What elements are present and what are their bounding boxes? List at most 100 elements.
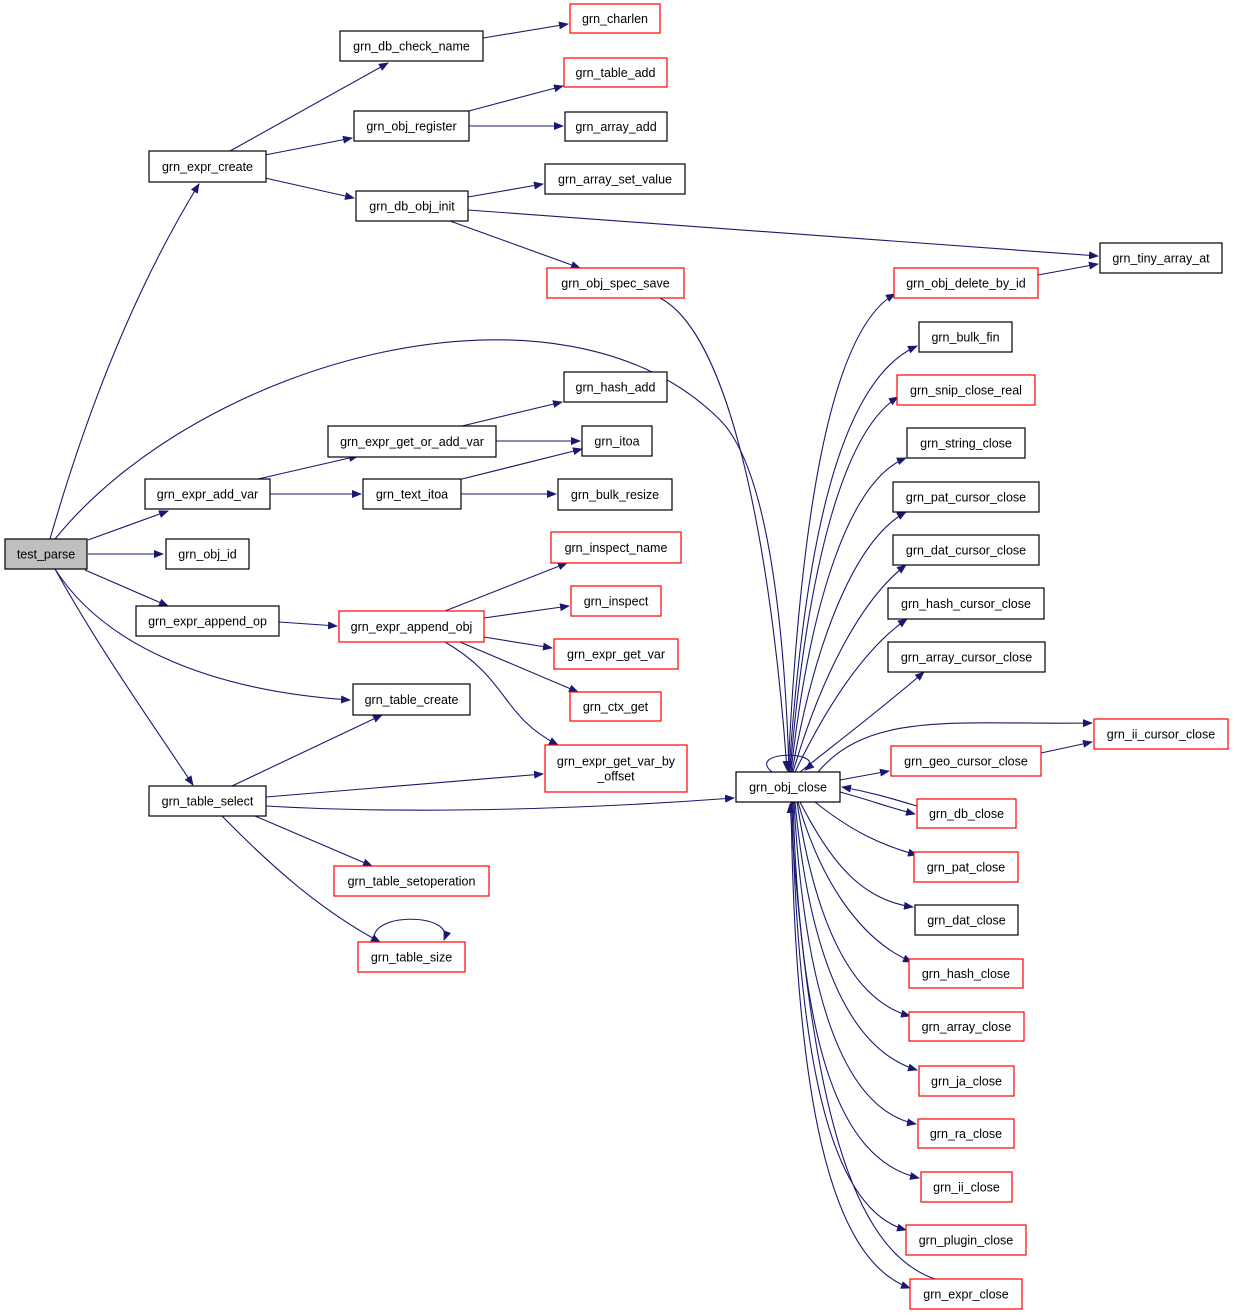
node-grn_inspect_name[interactable]: grn_inspect_name <box>550 531 682 564</box>
node-box[interactable] <box>906 427 1026 459</box>
node-grn_tiny_array_at[interactable]: grn_tiny_array_at <box>1099 242 1223 274</box>
node-grn_dat_close[interactable]: grn_dat_close <box>914 904 1019 936</box>
node-box[interactable] <box>892 534 1040 566</box>
node-box[interactable] <box>918 1065 1015 1097</box>
node-grn_expr_create[interactable]: grn_expr_create <box>148 150 267 183</box>
node-box[interactable] <box>338 610 485 643</box>
node-grn_table_select[interactable]: grn_table_select <box>148 785 267 817</box>
node-grn_string_close[interactable]: grn_string_close <box>906 427 1026 459</box>
node-box[interactable] <box>148 785 267 817</box>
node-box[interactable] <box>569 3 661 34</box>
node-box[interactable] <box>887 641 1046 673</box>
node-box[interactable] <box>581 425 653 457</box>
node-grn_hash_close[interactable]: grn_hash_close <box>908 958 1024 989</box>
node-box[interactable] <box>553 638 679 670</box>
node-box[interactable] <box>909 1278 1023 1310</box>
node-grn_obj_register[interactable]: grn_obj_register <box>353 110 470 142</box>
node-box[interactable] <box>920 1171 1013 1203</box>
node-test_parse[interactable]: test_parse <box>4 538 88 570</box>
node-box[interactable] <box>148 150 267 183</box>
node-box[interactable] <box>557 478 673 511</box>
node-box[interactable] <box>914 904 1019 936</box>
node-grn_obj_spec_save[interactable]: grn_obj_spec_save <box>546 267 685 299</box>
node-box[interactable] <box>1099 242 1223 274</box>
node-grn_obj_id[interactable]: grn_obj_id <box>165 538 250 570</box>
node-grn_geo_cursor_close[interactable]: grn_geo_cursor_close <box>890 745 1042 777</box>
node-box[interactable] <box>165 538 250 570</box>
node-grn_bulk_resize[interactable]: grn_bulk_resize <box>557 478 673 511</box>
node-box[interactable] <box>908 958 1024 989</box>
node-box[interactable] <box>4 538 88 570</box>
node-box[interactable] <box>352 683 471 716</box>
node-grn_expr_get_var[interactable]: grn_expr_get_var <box>553 638 679 670</box>
node-grn_ra_close[interactable]: grn_ra_close <box>917 1118 1015 1149</box>
node-grn_expr_get_or_add_var[interactable]: grn_expr_get_or_add_var <box>327 425 497 458</box>
node-box[interactable] <box>1093 718 1229 750</box>
node-grn_expr_append_obj[interactable]: grn_expr_append_obj <box>338 610 485 643</box>
node-grn_itoa[interactable]: grn_itoa <box>581 425 653 457</box>
node-grn_charlen[interactable]: grn_charlen <box>569 3 661 34</box>
node-box[interactable] <box>570 585 662 617</box>
node-box[interactable] <box>887 587 1045 620</box>
node-grn_array_cursor_close[interactable]: grn_array_cursor_close <box>887 641 1046 673</box>
node-grn_bulk_fin[interactable]: grn_bulk_fin <box>918 321 1013 353</box>
node-grn_table_create[interactable]: grn_table_create <box>352 683 471 716</box>
node-box[interactable] <box>357 941 466 973</box>
node-box[interactable] <box>890 745 1042 777</box>
node-box[interactable] <box>893 267 1039 299</box>
node-grn_expr_append_op[interactable]: grn_expr_append_op <box>135 605 280 637</box>
node-box[interactable] <box>735 771 841 803</box>
node-box[interactable] <box>908 1011 1025 1042</box>
node-grn_array_set_value[interactable]: grn_array_set_value <box>544 163 686 195</box>
node-grn_expr_close[interactable]: grn_expr_close <box>909 1278 1023 1310</box>
node-grn_ctx_get[interactable]: grn_ctx_get <box>569 691 662 722</box>
node-grn_table_add[interactable]: grn_table_add <box>563 57 668 88</box>
node-box[interactable] <box>905 1224 1027 1256</box>
node-grn_ja_close[interactable]: grn_ja_close <box>918 1065 1015 1097</box>
node-grn_text_itoa[interactable]: grn_text_itoa <box>362 478 462 510</box>
node-box[interactable] <box>544 163 686 195</box>
node-box[interactable] <box>550 531 682 564</box>
node-box[interactable] <box>144 478 271 510</box>
node-box[interactable] <box>327 425 497 458</box>
node-box[interactable] <box>544 744 688 793</box>
node-grn_inspect[interactable]: grn_inspect <box>570 585 662 617</box>
node-box[interactable] <box>135 605 280 637</box>
node-grn_db_obj_init[interactable]: grn_db_obj_init <box>355 190 469 222</box>
node-box[interactable] <box>913 851 1019 883</box>
node-box[interactable] <box>355 190 469 222</box>
node-box[interactable] <box>896 374 1036 406</box>
node-box[interactable] <box>916 798 1017 829</box>
node-box[interactable] <box>563 57 668 88</box>
node-box[interactable] <box>339 30 484 62</box>
node-grn_db_close[interactable]: grn_db_close <box>916 798 1017 829</box>
node-box[interactable] <box>563 371 668 403</box>
node-box[interactable] <box>917 1118 1015 1149</box>
node-grn_plugin_close[interactable]: grn_plugin_close <box>905 1224 1027 1256</box>
node-grn_obj_delete_by_id[interactable]: grn_obj_delete_by_id <box>893 267 1039 299</box>
node-box[interactable] <box>362 478 462 510</box>
node-box[interactable] <box>918 321 1013 353</box>
node-grn_expr_add_var[interactable]: grn_expr_add_var <box>144 478 271 510</box>
node-grn_db_check_name[interactable]: grn_db_check_name <box>339 30 484 62</box>
node-box[interactable] <box>353 110 470 142</box>
node-grn_pat_close[interactable]: grn_pat_close <box>913 851 1019 883</box>
node-grn_ii_cursor_close[interactable]: grn_ii_cursor_close <box>1093 718 1229 750</box>
node-grn_table_size[interactable]: grn_table_size <box>357 941 466 973</box>
node-box[interactable] <box>564 111 668 142</box>
node-grn_hash_add[interactable]: grn_hash_add <box>563 371 668 403</box>
node-grn_array_close[interactable]: grn_array_close <box>908 1011 1025 1042</box>
node-grn_expr_get_var_by_offset[interactable]: grn_expr_get_var_by_offset <box>544 744 688 793</box>
node-grn_ii_close[interactable]: grn_ii_close <box>920 1171 1013 1203</box>
node-grn_table_setoperation[interactable]: grn_table_setoperation <box>333 865 490 897</box>
node-box[interactable] <box>569 691 662 722</box>
node-grn_dat_cursor_close[interactable]: grn_dat_cursor_close <box>892 534 1040 566</box>
node-box[interactable] <box>546 267 685 299</box>
node-grn_hash_cursor_close[interactable]: grn_hash_cursor_close <box>887 587 1045 620</box>
node-grn_pat_cursor_close[interactable]: grn_pat_cursor_close <box>892 481 1040 513</box>
node-grn_obj_close[interactable]: grn_obj_close <box>735 771 841 803</box>
node-grn_snip_close_real[interactable]: grn_snip_close_real <box>896 374 1036 406</box>
node-box[interactable] <box>333 865 490 897</box>
node-box[interactable] <box>892 481 1040 513</box>
node-grn_array_add[interactable]: grn_array_add <box>564 111 668 142</box>
